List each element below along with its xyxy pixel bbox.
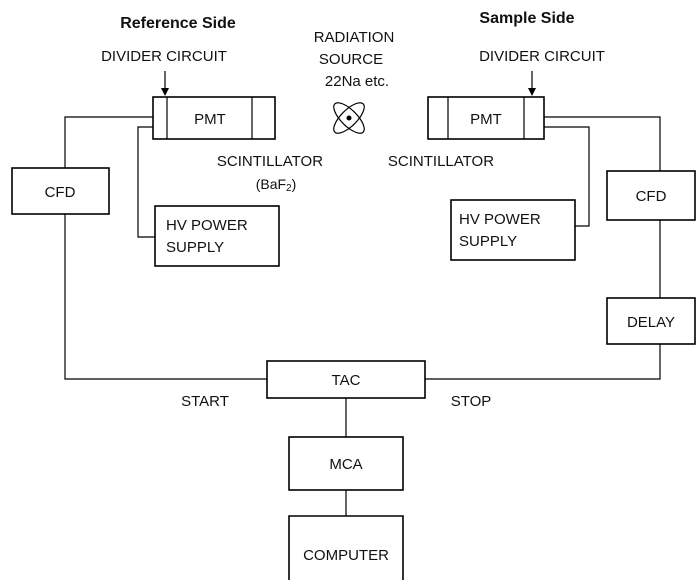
reference-pmt: PMT [152,96,276,140]
sample-divider-label: DIVIDER CIRCUIT [479,48,605,65]
radiation-source-icon [333,102,365,134]
mca-box: MCA [288,436,404,491]
reference-scintillator-material: (BaF2) [256,176,297,194]
sample-side-title: Sample Side [479,10,574,27]
sample-scintillator-label: SCINTILLATOR [388,153,494,170]
source-line2: SOURCE [319,51,383,68]
sample-cfd: CFD [606,170,696,221]
reference-cfd-label: CFD [45,184,76,201]
reference-divider-label: DIVIDER CIRCUIT [101,48,227,65]
reference-hv-line2: SUPPLY [166,239,224,256]
wire-ref-pmt-to-hv [137,126,155,238]
wire-ref-pmt-to-cfd [64,116,153,168]
reference-scintillator-label: SCINTILLATOR [217,153,323,170]
sample-hv-power-supply: HV POWER SUPPLY [450,199,576,261]
wiring [64,116,661,516]
sample-hv-line2: SUPPLY [459,233,517,250]
reference-cfd: CFD [11,167,110,215]
reference-hv-line1: HV POWER [166,217,248,234]
delay-box: DELAY [606,297,696,345]
computer-box: COMPUTER [288,515,404,580]
wire-sample-pmt-to-hv [544,126,590,227]
tac-label: TAC [332,372,361,389]
reference-pmt-label: PMT [194,111,226,128]
wire-sample-pmt-to-cfd [544,116,661,171]
sample-pmt-label: PMT [470,111,502,128]
tac-box: TAC [266,360,426,399]
sample-pmt: PMT [427,96,545,140]
tac-stop-label: STOP [451,393,492,410]
computer-label: COMPUTER [303,547,389,564]
wire-sample-delay-to-tac [425,344,661,380]
source-line3: 22Na etc. [325,73,389,90]
reference-side-title: Reference Side [120,15,236,32]
reference-hv-power-supply: HV POWER SUPPLY [154,205,280,267]
tac-start-label: START [181,393,229,410]
wire-ref-cfd-to-tac [64,214,267,380]
sample-cfd-label: CFD [636,188,667,205]
source-line1: RADIATION [314,29,395,46]
mca-label: MCA [329,456,362,473]
delay-label: DELAY [627,314,675,331]
sample-hv-line1: HV POWER [459,211,541,228]
